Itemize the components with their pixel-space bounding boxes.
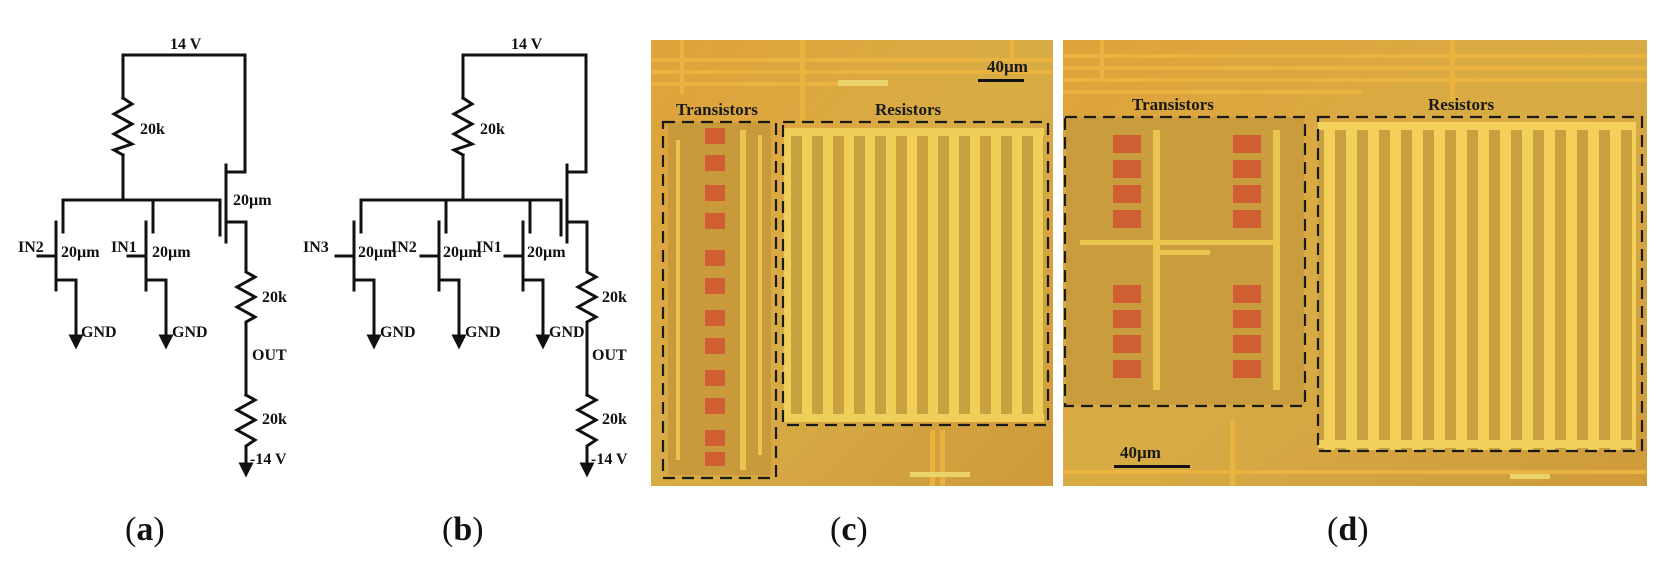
vdd-label: 14 V <box>170 36 202 53</box>
panel-b-schematic: 14 V 20k IN3 20µm IN2 20µm IN1 20µm GND … <box>303 36 628 478</box>
scale-bar-label: 40µm <box>1120 443 1161 462</box>
transistors-label: Transistors <box>676 100 758 119</box>
r-mid-label: 20k <box>262 289 287 306</box>
in3-label: IN3 <box>303 239 329 256</box>
caption-d: (d) <box>1327 511 1369 548</box>
panel-a-schematic: 14 V 20k 20µm IN2 20µm IN1 20µm GND GND … <box>18 36 287 478</box>
r-top-label: 20k <box>480 121 505 138</box>
vss-label: -14 V <box>591 451 628 468</box>
r-top-label: 20k <box>140 121 165 138</box>
scale-bar <box>1114 465 1190 468</box>
in1-width-label: 20µm <box>152 244 191 261</box>
gnd-label: GND <box>465 324 501 341</box>
transistors-box <box>1063 115 1307 408</box>
in2-width-label: 20µm <box>61 244 100 261</box>
in3-width-label: 20µm <box>358 244 397 261</box>
out-label: OUT <box>252 347 287 364</box>
in1-label: IN1 <box>476 239 502 256</box>
panel-c-micrograph: Transistors Resistors 40µm <box>651 40 1053 486</box>
in2-label: IN2 <box>18 239 44 256</box>
caption-c: (c) <box>830 511 868 548</box>
in2-label: IN2 <box>391 239 417 256</box>
gnd-label: GND <box>172 324 208 341</box>
transistors-box <box>661 120 778 480</box>
r-bot-label: 20k <box>262 411 287 428</box>
in2-width-label: 20µm <box>443 244 482 261</box>
transistors-label: Transistors <box>1132 95 1214 114</box>
vss-label: -14 V <box>250 451 287 468</box>
resistors-label: Resistors <box>875 100 941 119</box>
gnd-label: GND <box>81 324 117 341</box>
caption-b: (b) <box>442 511 484 548</box>
scale-bar <box>978 79 1024 82</box>
gnd-label: GND <box>549 324 585 341</box>
resistors-label: Resistors <box>1428 95 1494 114</box>
load-width-label: 20µm <box>233 192 272 209</box>
gnd-label: GND <box>380 324 416 341</box>
resistors-box <box>1316 115 1644 453</box>
r-mid-label: 20k <box>602 289 627 306</box>
scale-bar-label: 40µm <box>987 57 1028 76</box>
out-label: OUT <box>592 347 627 364</box>
panel-d-micrograph: Transistors Resistors 40µm <box>1063 40 1647 486</box>
r-bot-label: 20k <box>602 411 627 428</box>
in1-label: IN1 <box>111 239 137 256</box>
vdd-label: 14 V <box>511 36 543 53</box>
caption-a: (a) <box>125 511 165 548</box>
in1-width-label: 20µm <box>527 244 566 261</box>
